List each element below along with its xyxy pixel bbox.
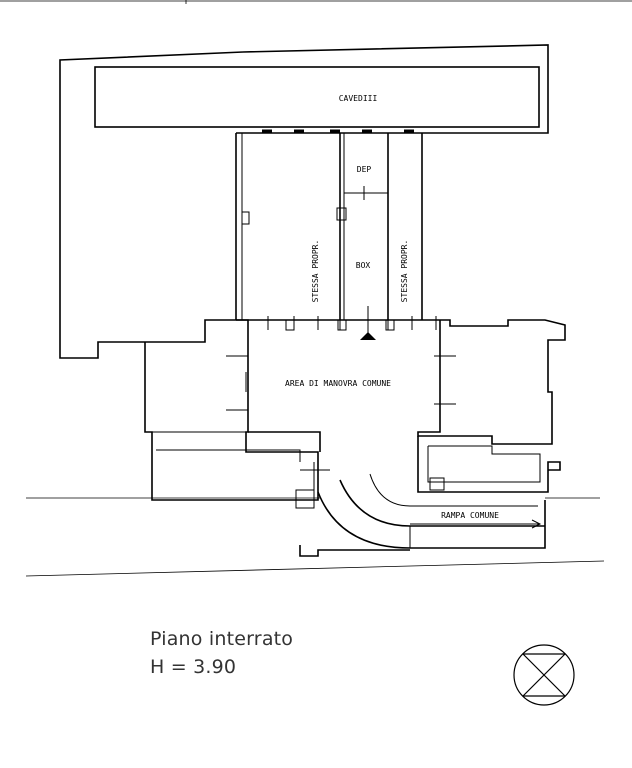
north-arrow-icon <box>513 644 575 706</box>
cavedio-label: CAVEDIII <box>339 94 378 103</box>
dep-label: DEP <box>357 165 372 174</box>
left-room-small <box>156 449 301 462</box>
ramp-outer-wall <box>299 545 410 557</box>
rampa-label: RAMPA COMUNE <box>441 511 499 520</box>
maneuver-left-wall <box>248 431 321 452</box>
plan-title: Piano interrato <box>150 628 294 650</box>
outer-wall-right-top <box>242 44 549 134</box>
area-manovra-label: AREA DI MANOVRA COMUNE <box>285 379 391 388</box>
pillar-right <box>429 477 445 491</box>
cavedio-block <box>94 66 540 128</box>
pillar-center <box>336 207 347 221</box>
street-edge-lower <box>25 560 605 577</box>
box-label: BOX <box>356 261 371 270</box>
garage-door-ticks <box>267 316 437 331</box>
pillar-left <box>241 211 250 225</box>
right-lower-room <box>417 436 561 493</box>
plan-height: H = 3.90 <box>150 656 237 678</box>
right-lower-room-inner <box>427 445 541 483</box>
outer-wall-left <box>59 51 244 359</box>
ramp <box>317 473 546 549</box>
pillar-ramp-left <box>295 489 315 509</box>
stessa-propr-left-label: STESSA PROPR. <box>311 240 320 303</box>
stessa-propr-right-label: STESSA PROPR. <box>400 240 409 303</box>
